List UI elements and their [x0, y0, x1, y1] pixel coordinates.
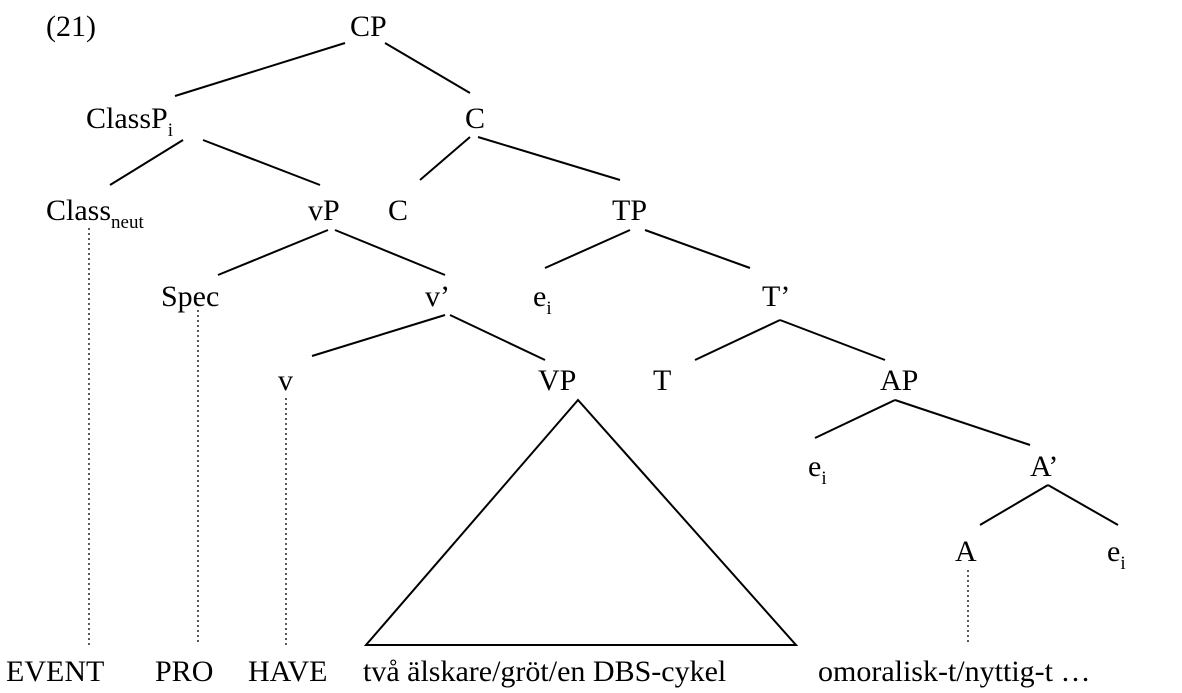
edge-tp-tbar [644, 229, 751, 269]
node-v-head: v [278, 364, 293, 397]
edge-tbar-t [694, 319, 781, 361]
node-c-bar: C [465, 102, 485, 135]
vp-triangle [363, 398, 799, 646]
node-v-bar: v’ [425, 280, 450, 313]
node-e-tp-base: e [533, 280, 546, 313]
edge-classp-vp [202, 139, 321, 186]
edge-ap-e [814, 399, 896, 439]
edge-cp-cbar [384, 42, 471, 94]
node-cp: CP [350, 10, 387, 43]
edge-cp-classp [174, 42, 346, 97]
example-number: (21) [46, 10, 96, 43]
node-t-bar: T’ [762, 280, 790, 313]
node-ap: AP [880, 364, 918, 397]
node-vp-big: VP [538, 364, 576, 397]
node-e-a: ei [1107, 535, 1126, 574]
node-classp: ClassPi [86, 102, 173, 141]
node-e-a-sub: i [1120, 553, 1125, 574]
node-a-head: A [955, 535, 977, 568]
edge-abar-e [1047, 484, 1119, 526]
projection-lines [88, 228, 969, 645]
node-class-head: Classneut [46, 194, 144, 233]
node-e-ap-sub: i [821, 468, 826, 489]
node-class-head-base: Class [46, 194, 111, 227]
edge-ap-abar [894, 399, 1031, 446]
tree-labels: (21) CP ClassPi C Classneut vP C TP Spec… [6, 10, 1126, 688]
edge-cbar-c [419, 136, 471, 181]
terminal-have: HAVE [248, 655, 327, 688]
node-tp: TP [612, 194, 647, 227]
edge-tp-e [544, 229, 631, 269]
edge-cbar-tp [477, 136, 621, 181]
edge-abar-a [979, 484, 1049, 526]
terminal-vp-content: två älskare/gröt/en DBS-cykel [363, 655, 726, 688]
node-e-ap-base: e [808, 450, 821, 483]
terminal-adjective: omoralisk-t/nyttig-t … [818, 655, 1090, 688]
node-class-head-sub: neut [111, 212, 144, 233]
node-e-tp-sub: i [546, 298, 551, 319]
edge-vp-spec [217, 229, 329, 276]
node-t-head: T [653, 364, 671, 397]
node-e-tp: ei [533, 280, 552, 319]
edge-tbar-ap [779, 319, 886, 361]
node-e-a-base: e [1107, 535, 1120, 568]
edge-vp-vbar [334, 229, 446, 276]
node-e-ap: ei [808, 450, 827, 489]
node-a-bar: A’ [1030, 450, 1058, 483]
terminal-pro: PRO [155, 655, 213, 688]
edge-classp-class [109, 139, 184, 186]
edge-vbar-v [311, 314, 446, 357]
edge-vbar-vp [449, 314, 546, 361]
node-spec: Spec [161, 280, 219, 313]
terminal-event: EVENT [6, 655, 104, 688]
tree-branches [109, 42, 1119, 646]
node-classp-base: ClassP [86, 102, 168, 135]
node-vp-small: vP [308, 194, 340, 227]
node-classp-sub: i [168, 120, 173, 141]
node-c-head: C [388, 194, 408, 227]
